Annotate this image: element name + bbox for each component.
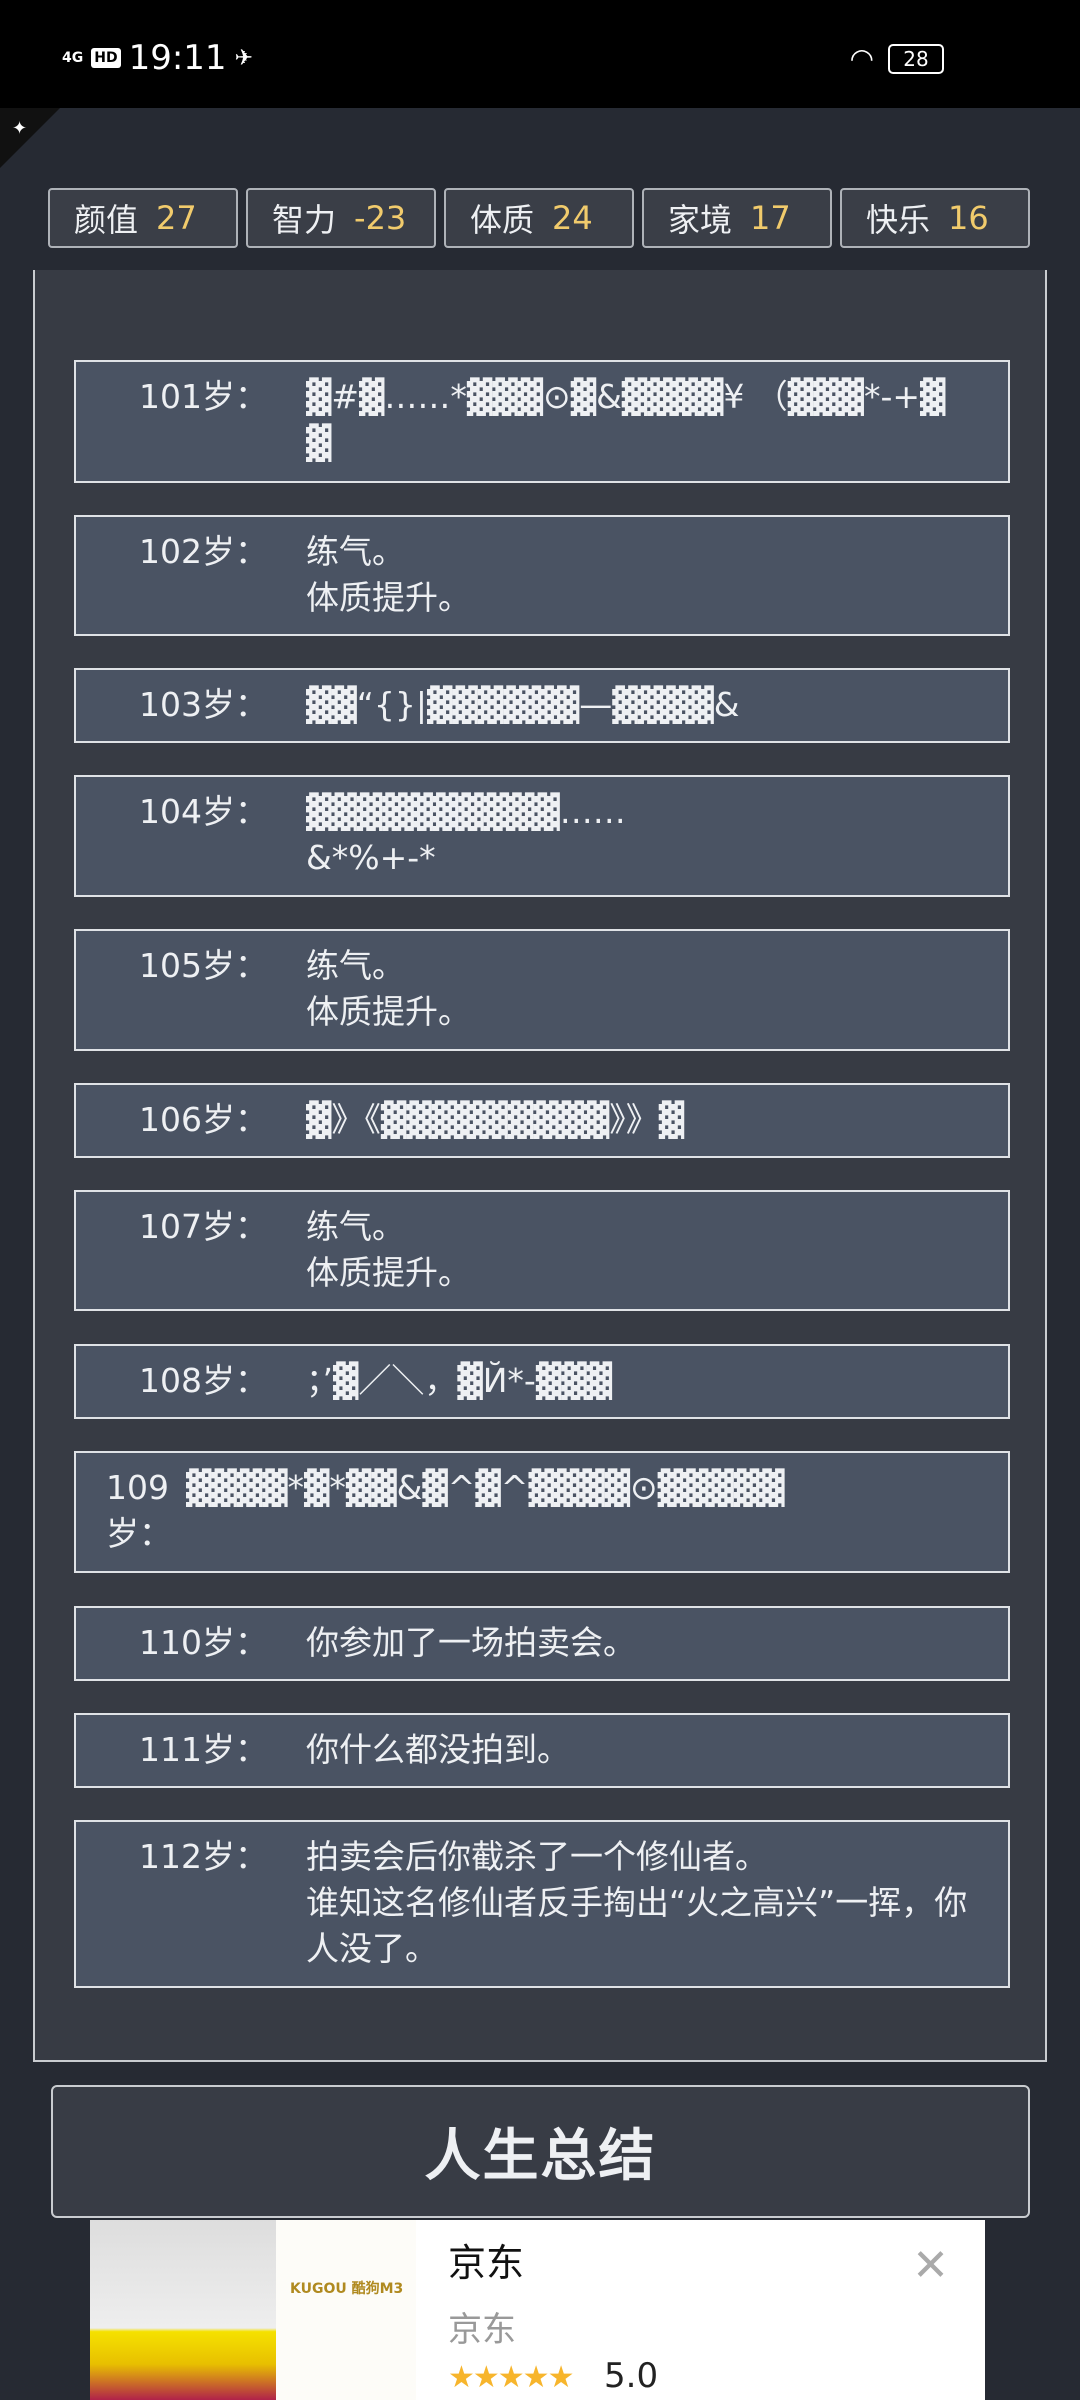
log-text: ▓▓▓▓*▓*▓▓&▓^▓^▓▓▓▓⊙▓▓▓▓▓: [186, 1468, 785, 1507]
stat-happiness: 快乐 16: [840, 188, 1030, 248]
log-entry: 104岁： ▓▓▓▓▓▓▓▓▓▓…… &*%+-*: [74, 775, 1010, 897]
signal-icon: 4G: [62, 50, 84, 66]
log-age: 109岁：: [106, 1468, 172, 1553]
log-text: ▓▓“{}|▓▓▓▓▓▓—▓▓▓▓&: [306, 685, 740, 724]
status-bar: 4G HD 19:11 ✈ ◠ 28: [0, 0, 1080, 108]
ad-rating: 5.0: [604, 2356, 659, 2396]
log-text: 练气。 体质提升。: [306, 1207, 471, 1292]
stat-value: 17: [750, 199, 791, 237]
log-text: ；’▓／＼，▓Й*-▓▓▓: [306, 1361, 612, 1400]
log-text: 你参加了一场拍卖会。: [306, 1623, 636, 1662]
stats-row: 颜值 27 智力 -23 体质 24 家境 17 快乐 16: [48, 188, 1030, 248]
log-entry: 102岁： 练气。 体质提升。: [74, 515, 1010, 636]
log-age: 108岁：: [139, 1361, 268, 1400]
log-age: 102岁：: [139, 532, 268, 571]
stat-label: 颜值: [74, 201, 139, 239]
log-text: ▓》《▓▓▓▓▓▓▓▓▓》》▓: [306, 1100, 685, 1139]
log-entry: 105岁： 练气。 体质提升。: [74, 929, 1010, 1051]
life-summary-button[interactable]: 人生总结: [51, 2085, 1030, 2218]
ad-title: 京东: [448, 2241, 525, 2285]
log-entry: 109岁： ▓▓▓▓*▓*▓▓&▓^▓^▓▓▓▓⊙▓▓▓▓▓: [74, 1451, 1010, 1573]
stat-intelligence: 智力 -23: [246, 188, 436, 248]
corner-icon: ✦: [0, 108, 60, 168]
stat-value: 24: [552, 199, 593, 237]
log-text: 练气。 体质提升。: [306, 946, 471, 1031]
log-age: 112岁：: [139, 1837, 268, 1876]
wifi-icon: ◠: [849, 42, 874, 75]
log-text: 练气。 体质提升。: [306, 532, 471, 617]
log-entry: 112岁： 拍卖会后你截杀了一个修仙者。 谁知这名修仙者反手掏出“火之高兴”一挥，…: [74, 1820, 1010, 1988]
stat-label: 家境: [668, 201, 733, 239]
stat-value: 27: [156, 199, 197, 237]
stat-label: 快乐: [866, 201, 931, 239]
log-text: ▓#▓……*▓▓▓⊙▓&▓▓▓▓¥ （▓▓▓*-+▓▓: [306, 377, 946, 462]
stat-family: 家境 17: [642, 188, 832, 248]
stat-constitution: 体质 24: [444, 188, 634, 248]
log-age: 110岁：: [139, 1623, 268, 1662]
hd-icon: HD: [91, 48, 121, 68]
life-log[interactable]: 寿元提升到200年。101岁：▓#▓……*▓▓▓⊙▓&▓▓▓▓¥ （▓▓▓*-+…: [33, 270, 1047, 2062]
log-age: 103岁：: [139, 685, 268, 724]
log-age: 107岁：: [139, 1207, 268, 1246]
log-entry: 101岁： ▓#▓……*▓▓▓⊙▓&▓▓▓▓¥ （▓▓▓*-+▓▓: [74, 360, 1010, 483]
stat-appearance: 颜值 27: [48, 188, 238, 248]
log-text: ▓▓▓▓▓▓▓▓▓▓…… &*%+-*: [306, 792, 626, 877]
log-age: 105岁：: [139, 946, 268, 985]
ad-subtitle: 京东: [448, 2310, 516, 2350]
log-text: 你什么都没拍到。: [306, 1730, 570, 1769]
log-entry: 110岁： 你参加了一场拍卖会。: [74, 1606, 1010, 1681]
ad-image-text: KUGOU 酷狗M3: [276, 2220, 416, 2400]
log-entry: 108岁： ；’▓／＼，▓Й*-▓▓▓: [74, 1344, 1010, 1419]
notification-icon: ✈: [234, 45, 253, 71]
ad-image[interactable]: [90, 2220, 276, 2400]
clock: 19:11: [128, 38, 227, 78]
log-entry: 106岁： ▓》《▓▓▓▓▓▓▓▓▓》》▓: [74, 1083, 1010, 1158]
log-text: 拍卖会后你截杀了一个修仙者。 谁知这名修仙者反手掏出“火之高兴”一挥，你人没了。: [306, 1837, 968, 1968]
stat-label: 智力: [272, 201, 337, 239]
stat-label: 体质: [470, 201, 535, 239]
log-age: 111岁：: [139, 1730, 268, 1769]
log-entry: 107岁： 练气。 体质提升。: [74, 1190, 1010, 1311]
battery-icon: 28: [888, 43, 944, 74]
stat-value: 16: [948, 199, 989, 237]
log-age: 106岁：: [139, 1100, 268, 1139]
log-age: 101岁：: [139, 377, 268, 416]
close-icon[interactable]: ✕: [912, 2240, 949, 2291]
ad-banner[interactable]: KUGOU 酷狗M3 京东 京东 ★★★★★ 5.0 ✕: [90, 2220, 985, 2400]
log-entry: 103岁： ▓▓“{}|▓▓▓▓▓▓—▓▓▓▓&: [74, 668, 1010, 743]
log-age: 104岁：: [139, 792, 268, 831]
log-entry: 111岁： 你什么都没拍到。: [74, 1713, 1010, 1788]
stat-value: -23: [354, 199, 407, 237]
rating-stars-icon: ★★★★★: [448, 2360, 574, 2395]
